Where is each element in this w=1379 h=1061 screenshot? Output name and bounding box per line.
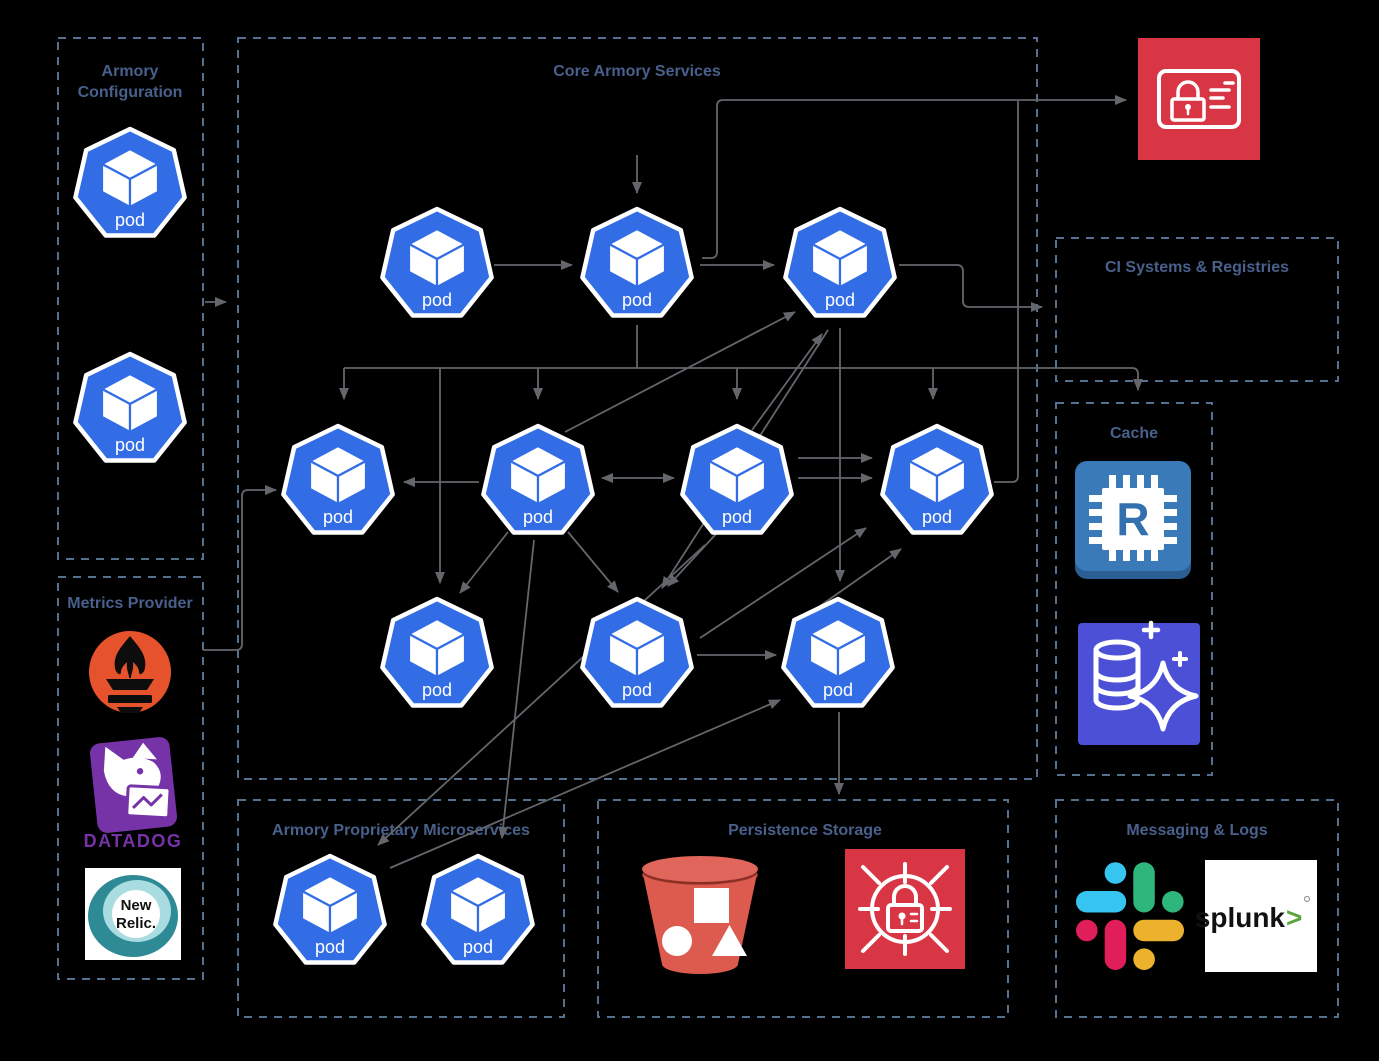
pod-label: pod: [422, 680, 452, 700]
splunk-trademark-dot: [1303, 895, 1311, 903]
messaging-logs-boundary: [1055, 799, 1339, 1018]
pod-core-row1-2: pod: [582, 209, 691, 316]
pod-core-row3-1: pod: [382, 599, 491, 706]
connector-row2-2-to-prop-2: [498, 539, 535, 839]
metrics-provider-boundary: [57, 576, 204, 980]
pod-core-row2-4: pod: [882, 426, 991, 533]
connector-prop-1-to-row3-3: [389, 699, 781, 869]
pod-label: pod: [463, 937, 493, 957]
armory-configuration-boundary: [57, 37, 204, 560]
connector-row2-3-to-row1-3: [751, 333, 823, 431]
connector-row2-2-to-row1-3: [564, 311, 796, 433]
cache-title: Cache: [1110, 425, 1158, 442]
ci-systems-registries-title: CI Systems & Registries: [1105, 259, 1289, 276]
pod-core-row2-2: pod: [483, 426, 592, 533]
pod-core-row1-3: pod: [785, 209, 894, 316]
pod-core-row1-1: pod: [382, 209, 491, 316]
pod-label: pod: [622, 290, 652, 310]
connector-to-credentials: [702, 95, 1127, 259]
splunk-chevron: >: [1286, 902, 1302, 933]
connector-metrics-to-core: [203, 485, 277, 651]
ci-systems-registries-boundary: [1055, 237, 1339, 382]
armory-configuration-title-line1: Armory: [102, 63, 159, 80]
pod-label: pod: [422, 290, 452, 310]
splunk-icon: splunk >: [1195, 860, 1317, 972]
pod-label: pod: [622, 680, 652, 700]
cache-boundary: [1055, 402, 1213, 776]
pod-label: pod: [825, 290, 855, 310]
pod-label: pod: [315, 937, 345, 957]
s3-bucket-icon: [642, 856, 758, 974]
connector-row2-4-join-credentials: [994, 101, 1019, 483]
elasticache-icon: [1078, 620, 1200, 745]
armory-proprietary-microservices-boundary: [237, 799, 565, 1018]
pod-label: pod: [115, 210, 145, 230]
messaging-logs-title: Messaging & Logs: [1126, 822, 1267, 839]
core-armory-services-title: Core Armory Services: [553, 63, 721, 80]
pod-proprietary-2: pod: [423, 856, 532, 963]
connector-row3-2-to-row2-4: [699, 527, 867, 639]
pod-label: pod: [823, 680, 853, 700]
armory-configuration-title-line2: Configuration: [78, 84, 183, 101]
pod-core-row3-3: pod: [783, 599, 892, 706]
core-armory-services-boundary: [237, 37, 1038, 780]
new-relic-wordmark-line2: Relic.: [116, 915, 156, 932]
connector-to-ci: [899, 264, 1043, 312]
pod-label: pod: [722, 507, 752, 527]
redis-letter: R: [1116, 493, 1149, 545]
datadog-wordmark: DATADOG: [84, 831, 183, 851]
new-relic-icon: New Relic.: [85, 868, 181, 960]
pod-config-2: pod: [75, 354, 184, 461]
connectors: [203, 95, 1143, 869]
slack-icon: [1076, 862, 1184, 970]
credentials-card-icon: [1138, 38, 1260, 160]
connector-row2-2-to-row3-2: [567, 531, 619, 593]
redis-chip-icon: R: [1075, 461, 1191, 579]
splunk-wordmark: splunk: [1195, 902, 1286, 933]
connector-row2-2-to-row3-1: [459, 531, 509, 594]
pod-label: pod: [523, 507, 553, 527]
persistence-storage-title: Persistence Storage: [728, 822, 882, 839]
pod-label: pod: [922, 507, 952, 527]
pod-core-row3-2: pod: [582, 599, 691, 706]
new-relic-wordmark-line1: New: [121, 897, 152, 914]
secrets-manager-icon: [845, 849, 965, 969]
pod-proprietary-1: pod: [275, 856, 384, 963]
datadog-icon: [89, 737, 177, 833]
connector-row2-3-to-prop-1: [377, 544, 706, 846]
pod-config-1: pod: [75, 129, 184, 236]
pod-label: pod: [115, 435, 145, 455]
persistence-storage-boundary: [597, 799, 1009, 1018]
connector-bus-to-cache: [344, 367, 1143, 391]
pod-core-row2-3: pod: [682, 426, 791, 533]
metrics-provider-title: Metrics Provider: [67, 595, 192, 612]
pod-label: pod: [323, 507, 353, 527]
pod-core-row2-1: pod: [283, 426, 392, 533]
prometheus-icon: [89, 631, 171, 713]
connector-row2-3-to-row3-2: [667, 533, 717, 587]
